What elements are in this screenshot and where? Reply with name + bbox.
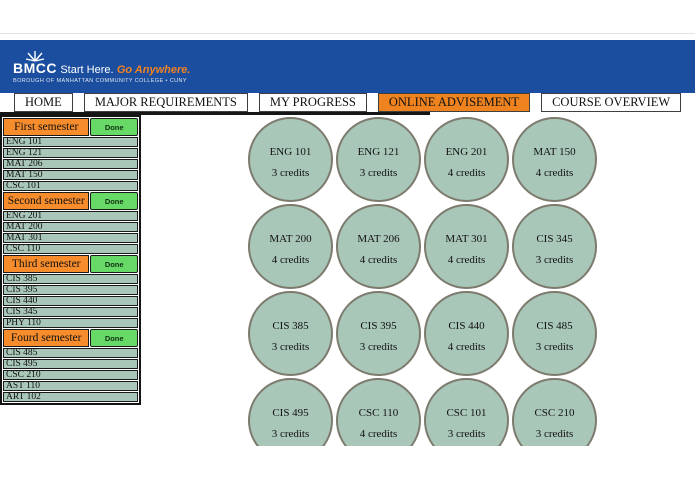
brand-tagline-accent: Go Anywhere.: [116, 64, 191, 76]
sidebar-course: AST 110: [3, 381, 138, 391]
sunburst-icon: [25, 51, 45, 62]
window-divider: [0, 33, 695, 34]
tab-home[interactable]: HOME: [14, 93, 73, 112]
brand-acronym: BMCC: [13, 60, 57, 76]
semester-header-third: Third semester Done: [3, 255, 138, 273]
tab-my-progress[interactable]: MY PROGRESS: [258, 93, 367, 112]
course-code: ENG 201: [445, 146, 488, 158]
course-code: MAT 150: [533, 146, 576, 158]
semester-title: Second semester: [3, 192, 90, 210]
course-credits: 3 credits: [535, 428, 574, 440]
semester-title: Fourd semester: [3, 329, 90, 347]
course-credits: 4 credits: [447, 167, 486, 179]
course-circle-csc-210[interactable]: CSC 210 3 credits: [512, 378, 597, 446]
course-code: CIS 385: [272, 320, 309, 332]
main-nav: HOME MAJOR REQUIREMENTS MY PROGRESS ONLI…: [0, 93, 695, 112]
course-credits: 3 credits: [535, 341, 574, 353]
course-code: CSC 210: [534, 407, 575, 419]
course-circle-cis-395[interactable]: CIS 395 3 credits: [336, 291, 421, 376]
tab-major-requirements[interactable]: MAJOR REQUIREMENTS: [83, 93, 248, 112]
sidebar-course: CIS 440: [3, 296, 138, 306]
course-circle-mat-150[interactable]: MAT 150 4 credits: [512, 117, 597, 202]
course-credits: 3 credits: [359, 341, 398, 353]
tab-online-advisement[interactable]: ONLINE ADVISEMENT: [377, 93, 531, 112]
course-credits: 3 credits: [271, 428, 310, 440]
done-button-third-semester[interactable]: Done: [90, 255, 138, 273]
bmcc-logo: BMCC Start Here. Go Anywhere. BOROUGH OF…: [13, 51, 190, 84]
course-code: CIS 495: [272, 407, 309, 419]
sidebar-course: CIS 385: [3, 274, 138, 284]
course-code: CSC 101: [446, 407, 487, 419]
course-code: CIS 485: [536, 320, 573, 332]
course-circle-mat-200[interactable]: MAT 200 4 credits: [248, 204, 333, 289]
brand-tagline-row: BMCC Start Here. Go Anywhere.: [13, 61, 190, 77]
course-credits: 4 credits: [271, 254, 310, 266]
semester-header-fourth: Fourd semester Done: [3, 329, 138, 347]
course-credits: 4 credits: [535, 167, 574, 179]
semester-header-second: Second semester Done: [3, 192, 138, 210]
sidebar-course: ENG 121: [3, 148, 138, 158]
semester-header-first: First semester Done: [3, 118, 138, 136]
course-code: MAT 301: [445, 233, 488, 245]
sidebar-course: MAT 200: [3, 222, 138, 232]
course-circle-eng-121[interactable]: ENG 121 3 credits: [336, 117, 421, 202]
course-circle-csc-110[interactable]: CSC 110 4 credits: [336, 378, 421, 446]
sidebar-course: CIS 345: [3, 307, 138, 317]
course-credits: 3 credits: [535, 254, 574, 266]
course-credits: 3 credits: [271, 167, 310, 179]
course-circles-area: ENG 101 3 credits ENG 121 3 credits ENG …: [248, 117, 608, 446]
course-circle-csc-101[interactable]: CSC 101 3 credits: [424, 378, 509, 446]
course-credits: 3 credits: [359, 167, 398, 179]
semester-title: Third semester: [3, 255, 90, 273]
sidebar-course: ENG 101: [3, 137, 138, 147]
sidebar-course: ART 102: [3, 392, 138, 402]
semester-title: First semester: [3, 118, 90, 136]
course-credits: 4 credits: [447, 254, 486, 266]
nav-underline: [0, 112, 430, 115]
sidebar-course: ENG 201: [3, 211, 138, 221]
sidebar-course: MAT 301: [3, 233, 138, 243]
sidebar-course: MAT 206: [3, 159, 138, 169]
sidebar-course: CSC 110: [3, 244, 138, 254]
course-code: ENG 101: [269, 146, 312, 158]
semester-plan-sidebar: First semester Done ENG 101 ENG 121 MAT …: [0, 115, 141, 405]
brand-subline: BOROUGH OF MANHATTAN COMMUNITY COLLEGE •…: [13, 78, 187, 84]
done-button-first-semester[interactable]: Done: [90, 118, 138, 136]
tab-course-overview[interactable]: COURSE OVERVIEW: [541, 93, 682, 112]
sidebar-course: CIS 495: [3, 359, 138, 369]
course-circle-cis-495[interactable]: CIS 495 3 credits: [248, 378, 333, 446]
site-banner: BMCC Start Here. Go Anywhere. BOROUGH OF…: [0, 40, 695, 93]
course-code: CSC 110: [358, 407, 399, 419]
sidebar-course: PHY 110: [3, 318, 138, 328]
course-credits: 4 credits: [447, 341, 486, 353]
course-code: CIS 440: [448, 320, 485, 332]
course-circle-mat-301[interactable]: MAT 301 4 credits: [424, 204, 509, 289]
course-code: MAT 200: [269, 233, 312, 245]
done-button-fourth-semester[interactable]: Done: [90, 329, 138, 347]
sidebar-course: CIS 395: [3, 285, 138, 295]
course-circle-mat-206[interactable]: MAT 206 4 credits: [336, 204, 421, 289]
sidebar-course: MAT 150: [3, 170, 138, 180]
course-code: ENG 121: [357, 146, 400, 158]
course-credits: 3 credits: [447, 428, 486, 440]
course-circle-eng-201[interactable]: ENG 201 4 credits: [424, 117, 509, 202]
done-button-second-semester[interactable]: Done: [90, 192, 138, 210]
course-circle-cis-345[interactable]: CIS 345 3 credits: [512, 204, 597, 289]
sidebar-course: CSC 101: [3, 181, 138, 191]
sidebar-course: CSC 210: [3, 370, 138, 380]
course-credits: 3 credits: [271, 341, 310, 353]
course-circle-cis-385[interactable]: CIS 385 3 credits: [248, 291, 333, 376]
course-circle-eng-101[interactable]: ENG 101 3 credits: [248, 117, 333, 202]
course-code: CIS 345: [536, 233, 573, 245]
course-code: CIS 395: [360, 320, 397, 332]
course-circles-grid: ENG 101 3 credits ENG 121 3 credits ENG …: [248, 117, 608, 446]
course-circle-cis-485[interactable]: CIS 485 3 credits: [512, 291, 597, 376]
sidebar-course: CIS 485: [3, 348, 138, 358]
course-circle-cis-440[interactable]: CIS 440 4 credits: [424, 291, 509, 376]
brand-tagline: Start Here.: [60, 64, 114, 76]
course-credits: 4 credits: [359, 428, 398, 440]
course-credits: 4 credits: [359, 254, 398, 266]
course-code: MAT 206: [357, 233, 400, 245]
